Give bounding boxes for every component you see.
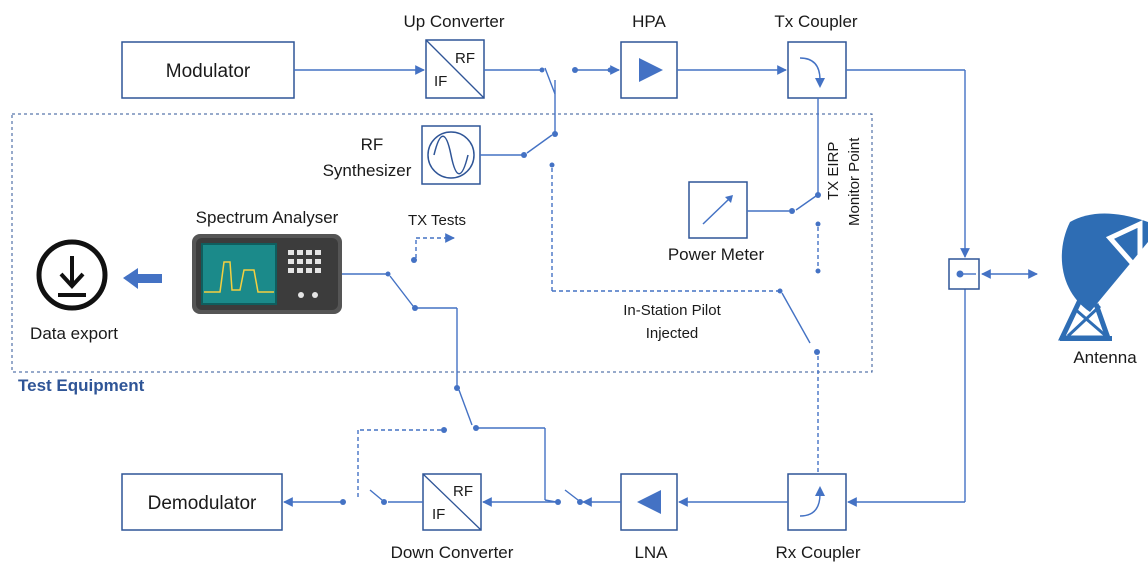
tx-coupler-box [787, 41, 847, 99]
down-converter-if-label: IF [432, 506, 445, 523]
up-converter-box: RF IF [425, 39, 485, 99]
tx-eirp-label-line1: TX EIRP [825, 142, 842, 200]
demodulator-label: Demodulator [148, 493, 257, 514]
tx-coupler-label: Tx Coupler [774, 12, 857, 31]
up-converter-rf-label: RF [455, 50, 475, 67]
lna-label: LNA [634, 543, 668, 562]
tx-tests-label: TX Tests [408, 212, 466, 229]
modulator-box [121, 41, 295, 99]
arrow-left-icon [123, 268, 162, 289]
up-converter-if-label: IF [434, 73, 447, 90]
power-meter-needle-icon [702, 198, 730, 225]
coupler-arrow-icon [799, 493, 821, 517]
rf-synthesizer-box [421, 125, 481, 185]
sine-wave-icon [433, 135, 469, 175]
test-equipment-region [11, 113, 873, 373]
amplifier-icon [637, 490, 661, 514]
down-converter-label: Down Converter [391, 543, 514, 562]
hpa-label: HPA [632, 12, 666, 31]
data-export-label: Data export [30, 324, 118, 343]
modulator-label: Modulator [166, 61, 251, 82]
coupler-arrow-icon [799, 57, 821, 81]
rx-coupler-label: Rx Coupler [775, 543, 860, 562]
down-converter-box: RF IF [422, 473, 482, 531]
power-meter-label: Power Meter [668, 245, 765, 264]
tx-eirp-label-line2: Monitor Point [846, 137, 863, 226]
lna-box [620, 473, 678, 531]
power-meter-box [688, 181, 748, 239]
spectrum-analyser-label: Spectrum Analyser [196, 208, 339, 227]
download-icon [36, 239, 108, 311]
in-station-pilot-label-line1: In-Station Pilot [623, 302, 721, 319]
rf-synthesizer-label-line1: RF [361, 135, 384, 154]
hpa-box [620, 41, 678, 99]
rf-synthesizer-label-line2: Synthesizer [323, 161, 412, 180]
test-equipment-label: Test Equipment [18, 376, 145, 395]
spectrum-analyser-icon [192, 234, 342, 314]
antenna-diplexer [948, 258, 980, 290]
satellite-dish-icon [1058, 213, 1148, 341]
down-converter-rf-label: RF [453, 483, 473, 500]
demodulator-box [121, 473, 283, 531]
in-station-pilot-label-line2: Injected [646, 325, 699, 342]
amplifier-icon [639, 58, 663, 82]
antenna-label: Antenna [1073, 348, 1137, 367]
rx-coupler-box [787, 473, 847, 531]
up-converter-label: Up Converter [403, 12, 504, 31]
